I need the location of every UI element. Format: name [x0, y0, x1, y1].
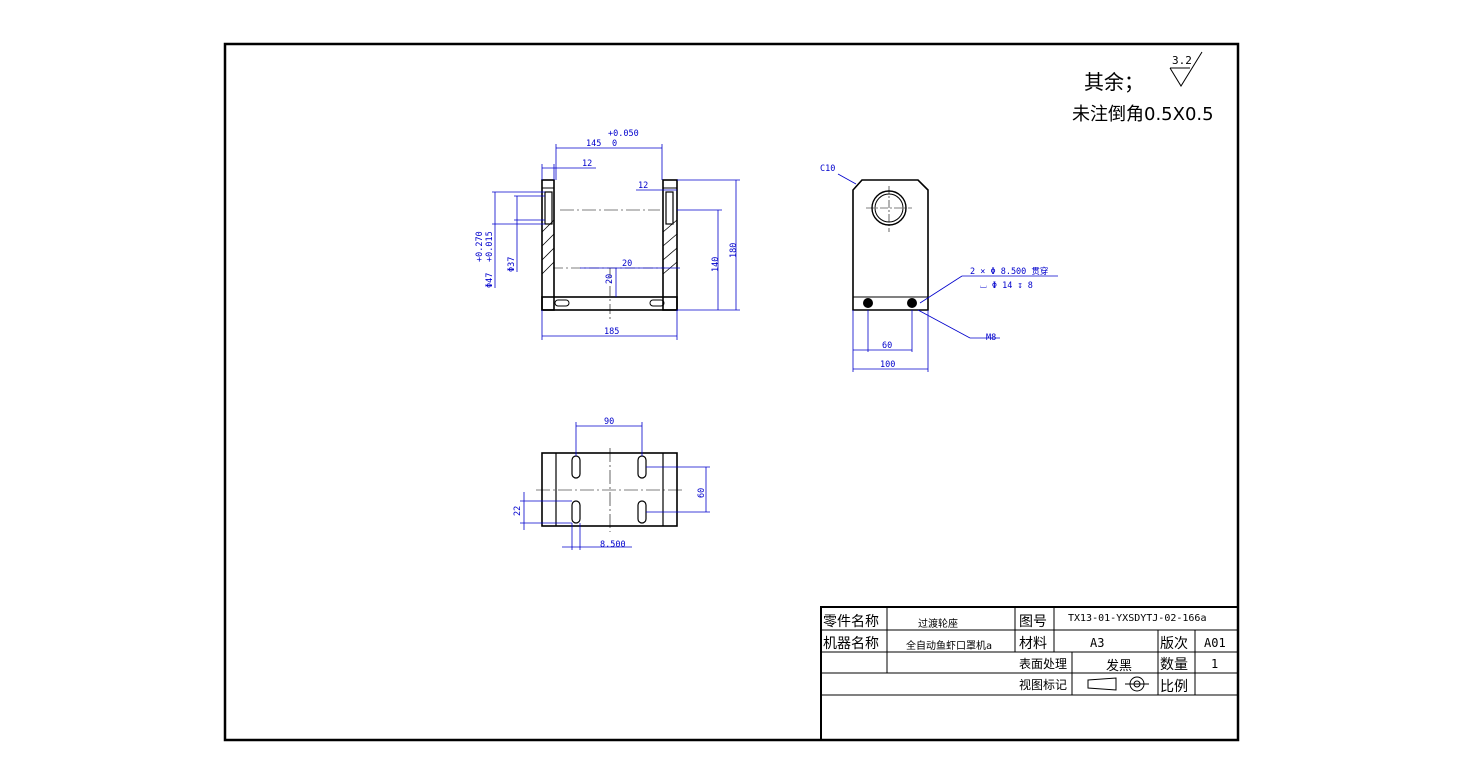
machine-value: 全自动鱼虾口罩机a	[906, 641, 993, 652]
counterbore-hole-left	[863, 298, 873, 308]
projection-symbol-icon	[1087, 676, 1149, 692]
version-value: A01	[1204, 636, 1226, 650]
dim-side-width: 100	[880, 360, 895, 370]
dim-left-flange: 12	[582, 159, 592, 169]
dim-height-total: 180	[729, 243, 739, 258]
quantity-label: 数量	[1160, 657, 1188, 673]
hatch-right	[662, 219, 678, 275]
drawing-no-value: TX13-01-YXSDYTJ-02-166a	[1068, 613, 1207, 624]
dim-slot-vertical: 60	[697, 488, 707, 498]
dim-right-flange: 12	[638, 181, 648, 191]
slot-bottom-left	[571, 500, 581, 524]
dim-slot-width: 8.500	[600, 540, 626, 550]
dim-hole-spacing: 60	[882, 341, 892, 351]
machine-label: 机器名称	[823, 636, 879, 652]
material-label: 材料	[1019, 636, 1047, 652]
side-view	[852, 179, 929, 311]
front-view-dimensions	[492, 144, 740, 340]
view-mark-label: 视图标记	[1019, 678, 1068, 692]
hole-note-line1: 2 × Φ 8.500 贯穿	[970, 266, 1048, 277]
part-name-label: 零件名称	[823, 614, 879, 630]
dim-base-thickness: 20	[605, 274, 615, 284]
drawing-frame	[223, 42, 1240, 742]
slot-bottom-right	[637, 500, 647, 524]
surface-value: 发黑	[1106, 659, 1133, 674]
front-view	[541, 179, 678, 320]
dim-thread: M8	[986, 333, 996, 343]
roughness-value: 3.2	[1172, 54, 1192, 67]
dim-inner-offset: 20	[622, 259, 632, 269]
material-value: A3	[1090, 636, 1105, 650]
roughness-symbol	[1169, 51, 1203, 87]
hatch-left	[541, 219, 555, 275]
dim-bore-tol-lower: +0.015	[485, 231, 495, 262]
surface-label: 表面处理	[1019, 657, 1068, 671]
right-bore	[665, 191, 674, 225]
slot-top-left	[571, 455, 581, 479]
side-view-dim-text: C10 2 × Φ 8.500 贯穿 ⌴ Φ 14 ↧ 8 M8 60 100	[820, 164, 1048, 370]
dim-width: 185	[604, 327, 619, 337]
front-view-dim-text: +0.050 145 0 12 12 20 185 180 140 20 +0.…	[475, 129, 739, 337]
dim-bore-outer: Φ47	[485, 273, 495, 288]
right-upright	[662, 179, 678, 311]
scale-label: 比例	[1160, 679, 1188, 695]
slot-top-right	[637, 455, 647, 479]
dim-height-inner: 140	[711, 257, 721, 272]
dim-slot-spacing: 90	[604, 417, 614, 427]
dim-bore-tol-upper: +0.270	[475, 231, 485, 262]
top-view-dimensions	[520, 422, 710, 550]
chamfer-note: 未注倒角0.5X0.5	[1072, 104, 1214, 125]
counterbore-hole-right	[907, 298, 917, 308]
side-outline	[852, 179, 929, 311]
dim-slot-length: 22	[513, 506, 523, 516]
base-plate	[541, 296, 678, 311]
quantity-value: 1	[1211, 657, 1219, 671]
left-bore	[544, 191, 553, 225]
dim-chamfer: C10	[820, 164, 835, 174]
dim-bore-inner: Φ37	[507, 257, 517, 272]
side-view-dimensions	[837, 173, 1058, 372]
top-view	[536, 448, 684, 532]
drawing-no-label: 图号	[1019, 614, 1047, 630]
part-name-value: 过渡轮座	[918, 619, 958, 630]
top-view-dim-text: 90 60 22 8.500	[513, 417, 707, 550]
rest-label: 其余；	[1084, 70, 1144, 94]
version-label: 版次	[1160, 636, 1188, 652]
dim-top-value: 145	[586, 139, 601, 149]
dim-top-tol-lower: 0	[612, 139, 617, 149]
hole-note-line2: ⌴ Φ 14 ↧ 8	[980, 281, 1033, 291]
top-outline	[541, 452, 678, 527]
dim-top-tol-upper: +0.050	[608, 129, 639, 139]
title-block	[820, 606, 1239, 741]
